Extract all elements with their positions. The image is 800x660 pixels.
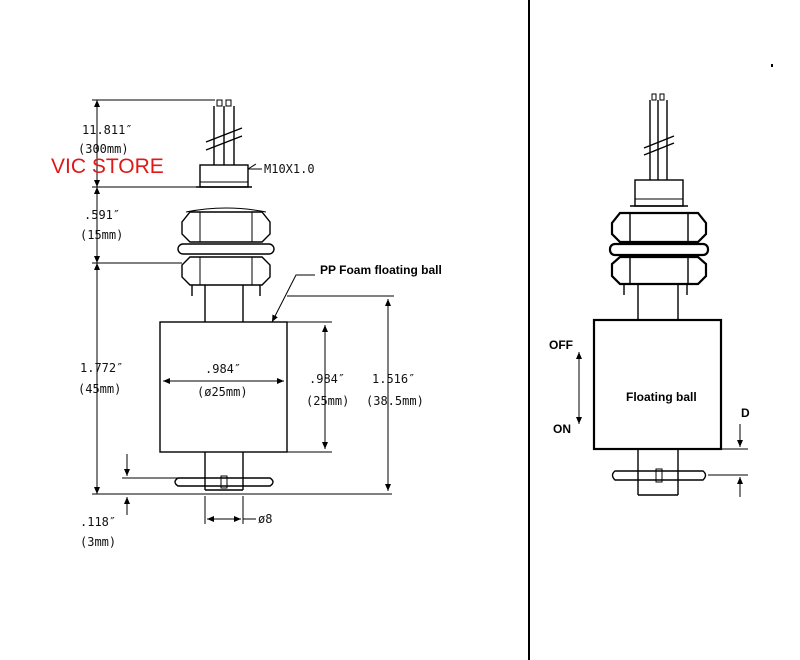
stem	[204, 285, 244, 491]
right-washer	[608, 242, 710, 257]
upper-hex-nut	[181, 207, 271, 243]
right-float-ball	[592, 318, 723, 451]
ball-height-mm: (25mm)	[306, 394, 349, 408]
right-bottom-clip	[611, 468, 707, 483]
ball-height-in: .984″	[309, 372, 345, 386]
nut-height-in: .591″	[84, 208, 120, 222]
right-drawing: OFF ON Floating ball D	[549, 93, 750, 497]
dimension-texts: 11.811″ (300mm) M10X1.0 .591″ (15mm) 1.7…	[78, 123, 442, 549]
label-d: D	[741, 406, 750, 420]
lower-hex-nut	[181, 256, 271, 296]
float-ball	[159, 321, 288, 453]
stroke-in: 1.516″	[372, 372, 415, 386]
right-thread-stub	[630, 179, 688, 207]
total-height-mm: (45mm)	[78, 382, 121, 396]
thread-stub	[196, 164, 252, 188]
label-on: ON	[553, 422, 571, 436]
dimension-lines	[92, 99, 394, 524]
left-drawing: 11.811″ (300mm) M10X1.0 .591″ (15mm) 1.7…	[51, 99, 442, 549]
right-upper-nut	[610, 211, 708, 244]
cable-wires	[205, 99, 243, 165]
washer	[177, 243, 275, 255]
nut-height-mm: (15mm)	[80, 228, 123, 242]
cable-length-in: 11.811″	[82, 123, 133, 137]
right-lower-nut	[610, 255, 708, 295]
ball-diameter-mm: (ø25mm)	[197, 385, 248, 399]
cable-length-mm: (300mm)	[78, 142, 129, 156]
label-floating-ball: Floating ball	[626, 390, 697, 404]
d-dimension	[708, 424, 748, 497]
ball-diameter-in: .984″	[205, 362, 241, 376]
bottom-clip	[174, 475, 274, 489]
speck	[771, 64, 773, 67]
base-in: .118″	[80, 515, 116, 529]
base-mm: (3mm)	[80, 535, 116, 549]
total-height-in: 1.772″	[80, 361, 123, 375]
watermark-vic-store: VIC STORE	[51, 155, 164, 178]
stroke-mm: (38.5mm)	[366, 394, 424, 408]
right-stem	[637, 284, 679, 496]
thread-label: M10X1.0	[264, 162, 315, 176]
callout-pp-foam: PP Foam floating ball	[320, 263, 442, 277]
right-cable-wires	[643, 93, 675, 180]
stem-diameter: ø8	[258, 512, 272, 526]
label-off: OFF	[549, 338, 573, 352]
